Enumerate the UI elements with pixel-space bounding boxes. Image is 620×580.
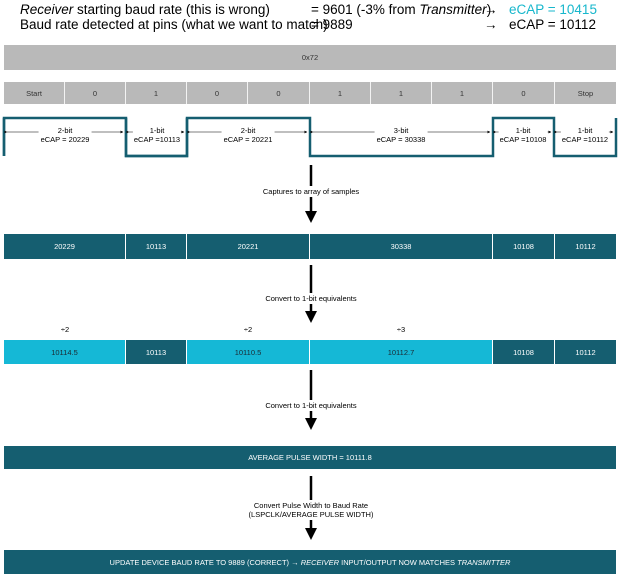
equivalent-cell: 10110.5 (187, 340, 310, 364)
down-arrow-icon (305, 265, 317, 323)
samples-row: 20229 10113 20221 30338 10108 10112 (4, 234, 616, 259)
receiver-rate-value: = 9601 (-3% from Transmitter) (311, 2, 492, 17)
uart-waveform (2, 116, 618, 158)
sample-cell: 10113 (126, 234, 187, 259)
receiver-ecap-value: eCAP = 10415 (509, 2, 597, 17)
equivalent-cell: 10114.5 (4, 340, 126, 364)
byte-value-bar: 0x72 (4, 45, 616, 70)
receiver-rate-label: starting baud rate (this is wrong) (73, 2, 270, 17)
divisor-label: ÷3 (396, 325, 406, 334)
bit-cell: 0 (65, 82, 126, 104)
equivalent-cell: 10112 (555, 340, 616, 364)
step-convert-label: Convert to 1-bit equivalents (263, 293, 359, 304)
down-arrow-icon (305, 370, 317, 430)
arrow-icon: → (484, 2, 498, 17)
bit-cell: 1 (432, 82, 493, 104)
detected-ecap-value: eCAP = 10112 (509, 17, 596, 32)
bit-cell: 0 (187, 82, 248, 104)
bit-cell: 0 (248, 82, 310, 104)
step-captures-label: Captures to array of samples (260, 186, 362, 197)
step-convert-label-2: Convert to 1-bit equivalents (263, 400, 359, 411)
detected-rate-label: Baud rate detected at pins (what we want… (20, 17, 328, 32)
final-update-bar: UPDATE DEVICE BAUD RATE TO 9889 (CORRECT… (4, 550, 616, 574)
sample-cell: 10112 (555, 234, 616, 259)
arrow-icon: → (484, 17, 498, 32)
sample-cell: 10108 (493, 234, 555, 259)
bit-cell: 1 (126, 82, 187, 104)
header-line-receiver: Receiver starting baud rate (this is wro… (20, 2, 270, 17)
receiver-word: Receiver (20, 2, 74, 17)
bit-cell-start: Start (4, 82, 65, 104)
sample-cell: 20229 (4, 234, 126, 259)
divisor-label: ÷2 (243, 325, 253, 334)
bit-cell-stop: Stop (555, 82, 616, 104)
divisor-label: ÷2 (60, 325, 70, 334)
bit-cell: 1 (371, 82, 432, 104)
bit-row: Start 0 1 0 0 1 1 1 0 Stop (4, 82, 616, 104)
bit-cell: 0 (493, 82, 555, 104)
sample-cell: 30338 (310, 234, 493, 259)
equivalent-cell: 10108 (493, 340, 555, 364)
bit-cell: 1 (310, 82, 371, 104)
sample-cell: 20221 (187, 234, 310, 259)
equivalent-cell: 10113 (126, 340, 187, 364)
equivalent-cell: 10112.7 (310, 340, 493, 364)
step-baud-label: Convert Pulse Width to Baud Rate (LSPCLK… (246, 500, 376, 520)
equivalents-row: 10114.5 10113 10110.5 10112.7 10108 1011… (4, 340, 616, 364)
detected-rate-value: = 9889 (311, 17, 353, 32)
average-pulse-bar: AVERAGE PULSE WIDTH = 10111.8 (4, 446, 616, 469)
